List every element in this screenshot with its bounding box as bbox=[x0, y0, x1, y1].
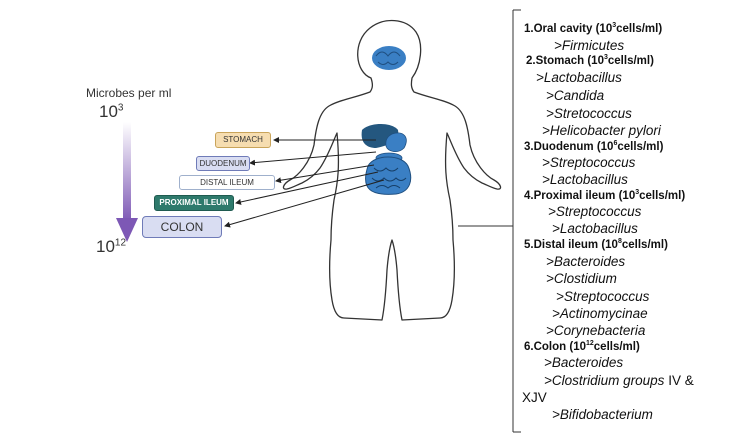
proximal-ileum-label-box: PROXIMAL ILEUM bbox=[154, 195, 234, 211]
list-item: >Corynebacteria bbox=[546, 323, 646, 338]
list-item-continuation: XJV bbox=[522, 390, 547, 405]
stomach-label: STOMACH bbox=[223, 135, 263, 144]
list-item: >Stretococcus bbox=[546, 106, 632, 121]
section-heading-colon: 6.Colon (1012cells/ml) bbox=[524, 340, 640, 353]
list-item: >Actinomycinae bbox=[552, 306, 648, 321]
list-item: >Bacteroides bbox=[546, 254, 626, 269]
list-item: >Streptococcus bbox=[556, 289, 650, 304]
list-item: >Lactobacillus bbox=[542, 172, 628, 187]
brain-graphic bbox=[372, 46, 406, 70]
section-heading-distal-ileum: 5.Distal ileum (108cells/ml) bbox=[524, 238, 668, 251]
microbiota-list: 1.Oral cavity (103cells/ml) >Firmicutes … bbox=[522, 18, 744, 438]
list-item: >Lactobacillus bbox=[536, 70, 622, 85]
scale-top-value: 103 bbox=[99, 102, 124, 121]
list-item: >Helicobacter pylori bbox=[542, 123, 661, 138]
list-item: >Bifidobacterium bbox=[552, 407, 653, 422]
proximal-ileum-label: PROXIMAL ILEUM bbox=[159, 198, 229, 207]
list-item: >Clostidium bbox=[546, 271, 617, 286]
section-heading-proximal-ileum: 4.Proximal ileum (103cells/ml) bbox=[524, 189, 686, 202]
duodenum-label: DUODENUM bbox=[199, 159, 247, 168]
list-item: >Streptococcus bbox=[542, 155, 636, 170]
section-heading-duodenum: 3.Duodenum (106cells/ml) bbox=[524, 140, 664, 153]
section-heading-oral-cavity: 1.Oral cavity (103cells/ml) bbox=[524, 22, 663, 35]
list-item: >Candida bbox=[546, 88, 605, 103]
list-item: >Streptococcus bbox=[548, 204, 642, 219]
list-bracket bbox=[458, 9, 521, 433]
microbe-gradient-arrow bbox=[116, 122, 138, 242]
distal-ileum-label-box: DISTAL ILEUM bbox=[179, 175, 275, 190]
distal-ileum-label: DISTAL ILEUM bbox=[200, 178, 254, 187]
list-item: >Bacteroides bbox=[544, 355, 624, 370]
colon-label: COLON bbox=[160, 220, 204, 234]
section-heading-stomach: 2.Stomach (103cells/ml) bbox=[526, 54, 654, 67]
list-item: >Lactobacillus bbox=[552, 221, 638, 236]
human-body-silhouette bbox=[282, 19, 502, 321]
scale-title: Microbes per ml bbox=[86, 86, 172, 100]
duodenum-label-box: DUODENUM bbox=[196, 156, 250, 171]
stomach-label-box: STOMACH bbox=[215, 132, 271, 148]
list-item: >Clostridium groups IV & bbox=[544, 373, 694, 388]
scale-bottom-value: 1012 bbox=[96, 237, 127, 256]
digestive-organs-graphic bbox=[361, 124, 412, 195]
list-item: >Firmicutes bbox=[554, 38, 625, 53]
colon-label-box: COLON bbox=[142, 216, 222, 238]
organ-pointer-lines bbox=[224, 137, 385, 228]
